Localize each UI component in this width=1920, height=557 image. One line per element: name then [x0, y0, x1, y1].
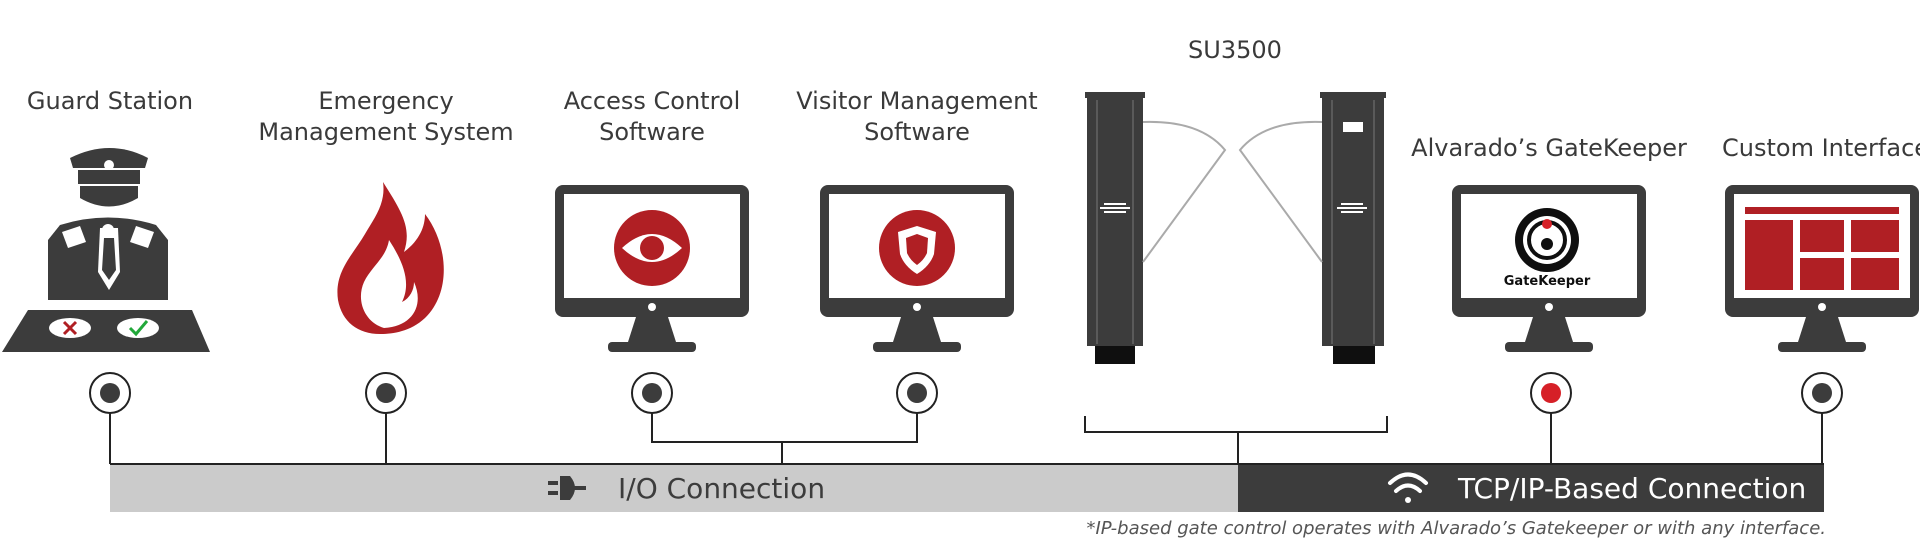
- plug-icon: [548, 476, 586, 500]
- gatekeeper-logo: GateKeeper: [1504, 208, 1591, 289]
- wifi-icon: [1388, 472, 1428, 503]
- io-connection-label: I/O Connection: [618, 472, 826, 505]
- gatekeeper-logo-text: GateKeeper: [1504, 274, 1591, 289]
- eye-icon: [614, 210, 690, 286]
- connector-lines: [109, 412, 1823, 464]
- connector-node: [896, 372, 938, 414]
- io-connection-bar: [110, 464, 1238, 512]
- tcp-connection-label: TCP/IP-Based Connection: [1458, 472, 1807, 505]
- connector-node: [631, 372, 673, 414]
- gate-title: SU3500: [1188, 36, 1282, 64]
- node-label-gatekeeper: Alvarado’s GateKeeper: [1411, 134, 1687, 162]
- connector-node: [89, 372, 131, 414]
- custom-interface-monitor: [1725, 185, 1919, 352]
- node-label-visitor-management: Visitor Management Software: [796, 87, 1038, 146]
- connector-node: [1801, 372, 1843, 414]
- footnote: *IP-based gate control operates with Alv…: [1086, 518, 1827, 539]
- flame-icon: [337, 182, 444, 334]
- node-label-guard-station: Guard Station: [26, 87, 194, 115]
- tcp-connection-bar: [1238, 464, 1824, 512]
- guard-icon: [2, 148, 210, 352]
- access-control-monitor: [555, 185, 749, 352]
- node-label-custom-interface: Custom Interface: [1722, 134, 1920, 162]
- node-label-emergency: Emergency Management System: [258, 87, 514, 146]
- connector-node-tcp: [1530, 372, 1572, 414]
- visitor-management-monitor: [820, 185, 1014, 352]
- node-label-access-control: Access Control Software: [563, 87, 741, 146]
- gatekeeper-monitor: GateKeeper: [1452, 185, 1646, 352]
- grid-layout-icon: [1745, 207, 1899, 290]
- shield-icon: [879, 210, 955, 286]
- gate-pedestals: [1085, 92, 1386, 364]
- connector-node: [365, 372, 407, 414]
